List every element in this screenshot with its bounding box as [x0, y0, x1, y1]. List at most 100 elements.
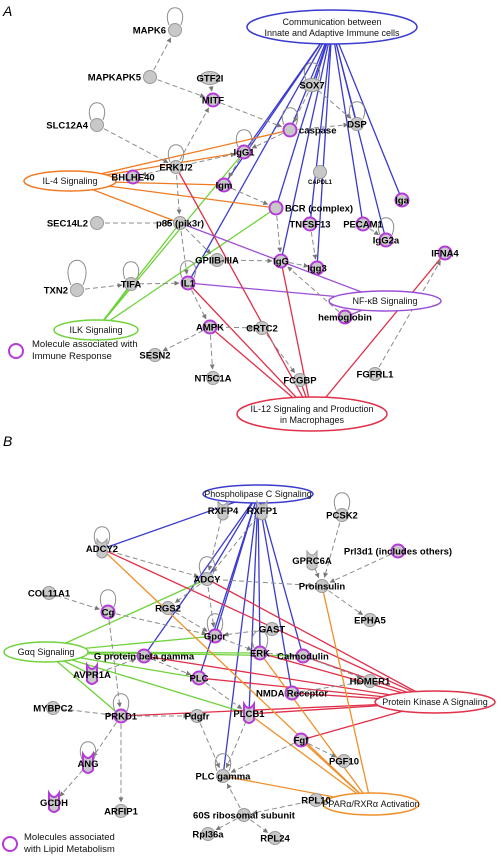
- pathway-edge: [311, 252, 446, 415]
- panel-a-node-igm: Igm: [216, 177, 233, 193]
- node-shape: [293, 732, 309, 748]
- legend-a-marker-icon: [8, 343, 24, 359]
- relationship-edge: [291, 680, 362, 694]
- self-loop-edge: [122, 261, 140, 280]
- pathway-edge: [206, 493, 259, 580]
- panel-b-node-rpl10: RPL10: [301, 793, 331, 807]
- node-shape: [355, 216, 371, 232]
- receptor-shape: [306, 549, 318, 571]
- panel-a-pathway-il4: IL-4 Signaling: [23, 170, 117, 192]
- panel-b-node-gprc6a: GPRC6A: [292, 549, 332, 571]
- self-loop-edge: [235, 129, 253, 148]
- node-shape: [113, 708, 129, 724]
- panel-b-node-proinsulin: Proinsulin: [299, 579, 345, 593]
- node-label: Iga: [395, 196, 409, 207]
- node-label: GPIIB-IIIA: [195, 256, 239, 267]
- panel-a-node-capdl1: CAPDL1: [308, 165, 333, 186]
- pathway-edge: [259, 652, 372, 805]
- node-shape: [210, 253, 224, 267]
- node-label: IgG: [273, 257, 289, 268]
- panel-b-node-pcsk2: PCSK2: [326, 508, 358, 522]
- relationship-edge: [130, 280, 180, 286]
- self-loop-edge: [206, 613, 224, 632]
- node-label: TIFA: [121, 280, 142, 291]
- node-shape: [252, 645, 268, 661]
- self-loop-edge: [179, 260, 197, 279]
- panel-a-node-sec14l2: SEC14L2: [47, 216, 104, 230]
- panel-b-node-gast: GAST: [259, 622, 285, 636]
- relationship-edge: [215, 814, 245, 831]
- relationship-edge: [329, 550, 399, 583]
- panel-b-pathway-plc: Phospholipase C Signaling: [202, 484, 314, 504]
- relationship-edge: [289, 122, 349, 131]
- panel-b-node-gpcr: Gpcr: [204, 628, 226, 644]
- panel-a-node-igg2a: IgG2a: [373, 232, 400, 248]
- node-shape: [368, 367, 382, 381]
- node-label: PLCB1: [233, 709, 265, 720]
- panel-b-node-avpr1a: AVPR1A: [73, 661, 111, 685]
- pathway-edge: [223, 26, 333, 186]
- relationship-edge: [323, 514, 343, 578]
- node-label: ADCY2: [86, 544, 118, 555]
- relationship-edge: [212, 510, 263, 573]
- node-shape: [180, 275, 196, 291]
- pathway-edge: [222, 493, 259, 777]
- pathway-ellipse: [3, 641, 89, 663]
- node-label: CAPDL1: [308, 180, 333, 186]
- node-label: SOX7: [299, 81, 324, 92]
- node-shape: [284, 685, 300, 701]
- panel-a-node-caspase: caspase: [282, 122, 337, 138]
- pathway-edge: [280, 260, 313, 415]
- panel-b-node-nmda: NMDA Receptor: [256, 685, 328, 701]
- relationship-edge: [187, 282, 207, 320]
- node-label: RXFP1: [247, 506, 278, 517]
- relationship-edge: [309, 223, 318, 260]
- self-loop-edge: [198, 556, 216, 575]
- relationship-edge: [300, 739, 337, 758]
- relationship-edge: [214, 635, 253, 651]
- pathway-ellipse: [246, 9, 418, 45]
- panel-a-node-sox7: SOX7: [299, 78, 325, 92]
- panel-b-node-calmodulin: Calmodulin: [277, 648, 329, 664]
- self-loop-edge: [214, 753, 232, 772]
- self-loop-edge: [281, 107, 299, 126]
- relationship-edge: [143, 655, 192, 676]
- self-loop-edge: [166, 7, 184, 26]
- relationship-edge: [226, 783, 245, 816]
- node-shape: [313, 165, 327, 179]
- node-label: SLC12A4: [46, 121, 88, 132]
- node-label: ERK: [250, 649, 270, 660]
- panel-a-letter: A: [2, 3, 12, 19]
- relationship-edge: [206, 578, 314, 588]
- panel-b-node-rgs2: RGS2: [155, 601, 181, 615]
- node-shape: [315, 579, 329, 593]
- panel-b-pathway-gaq: Gαq Signaling: [3, 641, 89, 663]
- node-label: Pdgfr: [185, 712, 210, 723]
- node-shape: [200, 572, 214, 586]
- relationship-edge: [252, 799, 317, 815]
- node-label: p85 (pik3r): [156, 219, 204, 230]
- panel-a-pathway-nfkb: NF-κB Signaling: [328, 290, 442, 312]
- node-label: Igm: [216, 181, 233, 192]
- node-shape: [173, 216, 187, 230]
- relationship-edge: [321, 585, 364, 616]
- panel-a-node-pecam1: PECAM1: [343, 216, 384, 232]
- node-shape: [216, 769, 230, 783]
- pathway-edge: [45, 651, 250, 715]
- node-label: Gpcr: [204, 632, 226, 643]
- node-label: DSP: [347, 120, 367, 131]
- panel-a-node-mapk6: MAPK6: [133, 23, 182, 37]
- node-label: MAPKAPK5: [88, 73, 142, 84]
- node-shape: [168, 23, 182, 37]
- panel-b-node-prkd1: PRKD1: [105, 708, 138, 724]
- pathway-ellipse: [374, 690, 496, 714]
- node-label: PRKD1: [105, 712, 138, 723]
- pathway-label: NF-κB Signaling: [352, 296, 417, 306]
- pathway-label: Gαq Signaling: [18, 647, 75, 657]
- node-shape: [114, 804, 128, 818]
- panel-a-node-tnfsf13: TNFSF13: [289, 216, 331, 232]
- panel-a-node-p85: p85 (pik3r): [156, 216, 204, 230]
- panel-b-node-adcy2: ADCY2: [86, 537, 118, 559]
